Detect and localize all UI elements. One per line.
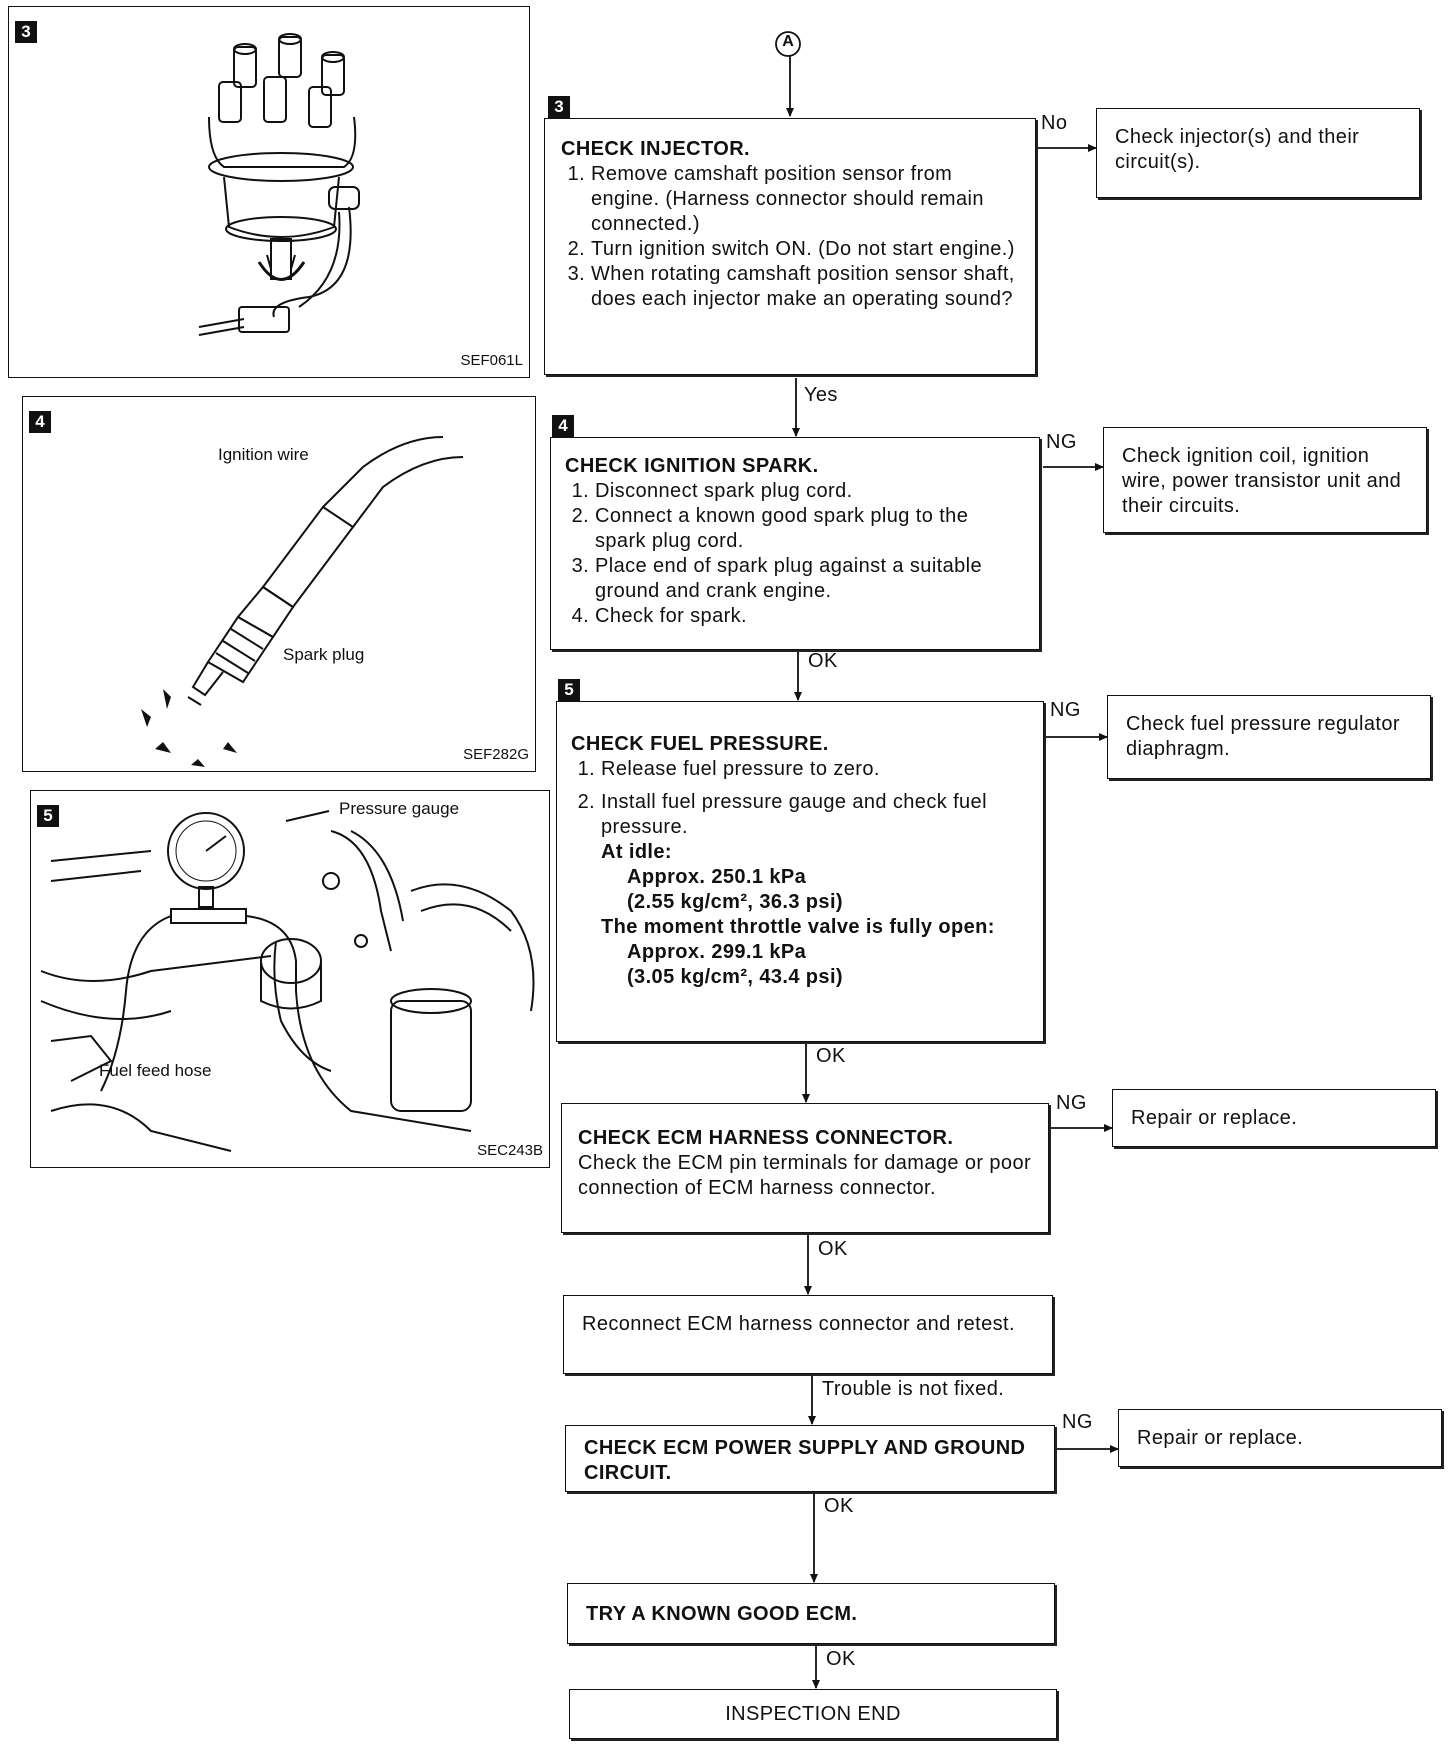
try-ecm-box: TRY A KNOWN GOOD ECM.: [567, 1583, 1055, 1644]
figure-code: SEC243B: [477, 1142, 543, 1159]
list-item: Check for spark.: [595, 604, 1025, 629]
list-item: Install fuel pressure gauge and check fu…: [601, 790, 1029, 840]
edge-label-ok: OK: [808, 650, 838, 672]
ignition-wire-label: Ignition wire: [218, 445, 309, 464]
check-power-box: CHECK ECM POWER SUPPLY AND GROUND CIRCUI…: [565, 1425, 1055, 1492]
edge-label-ok: OK: [826, 1648, 856, 1670]
list-item: Release fuel pressure to zero.: [601, 757, 1029, 782]
step-number-5: 5: [558, 679, 580, 701]
check-injector-box: CHECK INJECTOR. Remove camshaft position…: [544, 118, 1036, 375]
edge-label-ng: NG: [1056, 1092, 1087, 1114]
figure-code: SEF282G: [463, 746, 529, 763]
fuel-spec: At idle: Approx. 250.1 kPa (2.55 kg/cm²,…: [571, 840, 1029, 990]
edge-label-ng: NG: [1062, 1411, 1093, 1433]
power-result-box: Repair or replace.: [1118, 1409, 1442, 1467]
list-item: Turn ignition switch ON. (Do not start e…: [591, 237, 1021, 262]
check-ecm-harness-box: CHECK ECM HARNESS CONNECTOR. Check the E…: [561, 1103, 1049, 1233]
fuel-feed-hose-label: Fuel feed hose: [99, 1061, 212, 1080]
open-value: Approx. 299.1 kPa: [627, 941, 807, 963]
edge-label-ok: OK: [824, 1495, 854, 1517]
idle-value: Approx. 250.1 kPa: [627, 866, 807, 888]
check-fuel-title: CHECK FUEL PRESSURE.: [571, 733, 829, 755]
inspection-end-text: INSPECTION END: [725, 1703, 901, 1725]
distributor-illustration: [198, 33, 360, 336]
open-label: The moment throttle valve is fully open:: [601, 916, 995, 938]
check-spark-box: CHECK IGNITION SPARK. Disconnect spark p…: [550, 437, 1040, 650]
edge-label-yes: Yes: [804, 384, 838, 406]
figure-pressure-gauge: 5 Pressure gauge Fuel feed hose: [30, 790, 550, 1168]
check-spark-title: CHECK IGNITION SPARK.: [565, 455, 819, 477]
figure-spark-plug: 4 Ignition wire Spark plug SEF282G: [22, 396, 536, 772]
open-value-alt: (3.05 kg/cm², 43.4 psi): [627, 966, 843, 988]
figure-step-number: 5: [37, 805, 59, 827]
list-item: Place end of spark plug against a suitab…: [595, 554, 1025, 604]
inspection-end-box: INSPECTION END: [569, 1689, 1057, 1739]
figure-step-number: 4: [29, 411, 51, 433]
engine-bay-illustration: [40, 810, 535, 1152]
spark-result-box: Check ignition coil, ignition wire, powe…: [1103, 427, 1427, 533]
spark-plug-label: Spark plug: [283, 645, 365, 664]
list-item: Disconnect spark plug cord.: [595, 479, 1025, 504]
check-ecm-harness-title: CHECK ECM HARNESS CONNECTOR.: [578, 1127, 954, 1149]
try-ecm-title: TRY A KNOWN GOOD ECM.: [586, 1603, 858, 1625]
check-injector-list: Remove camshaft position sensor from eng…: [561, 162, 1021, 312]
edge-label-ok: OK: [816, 1045, 846, 1067]
list-item: Remove camshaft position sensor from eng…: [591, 162, 1021, 237]
edge-label-ng: NG: [1046, 431, 1077, 453]
edge-label-no: No: [1041, 112, 1068, 134]
reconnect-box: Reconnect ECM harness connector and rete…: [563, 1295, 1053, 1374]
edge-label-ok: OK: [818, 1238, 848, 1260]
list-item: Connect a known good spark plug to the s…: [595, 504, 1025, 554]
reconnect-text: Reconnect ECM harness connector and rete…: [582, 1313, 1015, 1335]
figure-code: SEF061L: [460, 352, 523, 369]
check-ecm-harness-text: Check the ECM pin terminals for damage o…: [578, 1152, 1032, 1199]
list-item: When rotating camshaft position sensor s…: [591, 262, 1021, 312]
figure-step-number: 3: [15, 21, 37, 43]
idle-label: At idle:: [601, 841, 672, 863]
check-fuel-box: CHECK FUEL PRESSURE. Release fuel pressu…: [556, 701, 1044, 1042]
check-injector-title: CHECK INJECTOR.: [561, 138, 750, 160]
check-fuel-list: Release fuel pressure to zero. Install f…: [571, 757, 1029, 840]
figure-camshaft-sensor: 3: [8, 6, 530, 378]
fuel-result-box: Check fuel pressure regulator diaphragm.: [1107, 695, 1431, 779]
pressure-gauge-label: Pressure gauge: [339, 799, 460, 818]
check-power-title: CHECK ECM POWER SUPPLY AND GROUND CIRCUI…: [584, 1437, 1026, 1484]
step-number-3: 3: [548, 96, 570, 118]
harness-result-box: Repair or replace.: [1112, 1089, 1436, 1147]
injector-result-box: Check injector(s) and their circuit(s).: [1096, 108, 1420, 198]
check-spark-list: Disconnect spark plug cord. Connect a kn…: [565, 479, 1025, 629]
spark-plug-illustration: [141, 436, 464, 767]
edge-label-ng: NG: [1050, 699, 1081, 721]
edge-label-trouble: Trouble is not fixed.: [822, 1378, 1005, 1400]
connector-a-circle: [775, 31, 801, 57]
connector-a-label: A: [782, 33, 794, 50]
step-number-4: 4: [552, 415, 574, 437]
idle-value-alt: (2.55 kg/cm², 36.3 psi): [627, 891, 843, 913]
